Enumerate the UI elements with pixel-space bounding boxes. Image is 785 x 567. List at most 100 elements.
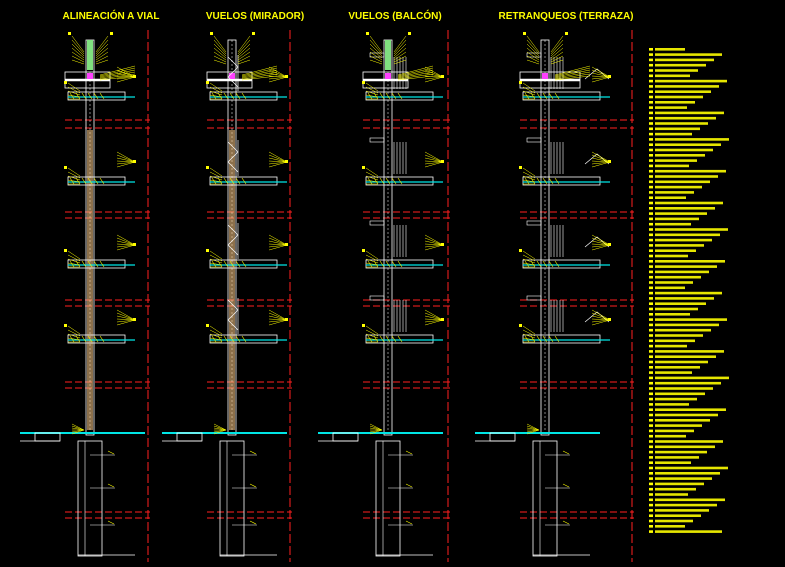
leader-line	[424, 240, 444, 246]
annotation-fan-left	[362, 324, 379, 343]
legend-line	[655, 180, 710, 184]
floor-slab	[209, 334, 278, 344]
roof-annotations	[523, 32, 591, 81]
hatch	[223, 335, 229, 343]
legend-number	[649, 127, 653, 131]
leader-line	[550, 59, 564, 65]
leader-line	[393, 51, 407, 61]
floor-slab-group	[64, 234, 136, 269]
legend-number	[649, 493, 653, 496]
leader-line	[116, 237, 136, 246]
leader-line	[268, 160, 288, 163]
annotation-fan	[591, 151, 611, 168]
legend-line	[655, 111, 724, 115]
legend-number	[649, 328, 653, 332]
leader-line	[550, 39, 564, 55]
leader-line	[268, 312, 288, 321]
hatch	[229, 335, 235, 343]
wall-infill	[229, 130, 235, 430]
leader-line	[67, 167, 81, 177]
legend-number	[649, 201, 653, 205]
legend-line	[655, 265, 717, 268]
leader-line	[397, 69, 434, 78]
leader-line	[591, 315, 611, 321]
leader-line	[116, 319, 136, 323]
leader-line	[241, 73, 278, 80]
legend-line	[655, 450, 707, 454]
leader-line	[268, 237, 288, 246]
leader-line	[424, 237, 444, 246]
hatch	[548, 177, 554, 185]
leader-line	[116, 161, 136, 168]
legend-line	[655, 434, 686, 438]
leader-tag	[408, 32, 411, 35]
section-mirador	[162, 30, 292, 562]
leader-line	[424, 157, 444, 163]
floor-slab-group	[519, 137, 611, 186]
roof-annotations	[210, 32, 278, 81]
leader-line	[99, 73, 136, 80]
hatch	[211, 92, 217, 100]
annotation-fan	[591, 309, 611, 326]
legend-line	[655, 461, 691, 464]
annotation-fan-left	[64, 249, 81, 268]
annotation-fan-left	[64, 81, 81, 100]
leader-line	[550, 51, 564, 61]
leader-line	[116, 319, 136, 326]
legend-number	[649, 339, 653, 343]
leader-tag	[64, 324, 67, 327]
leader-tag	[565, 32, 568, 35]
leader-line	[67, 86, 81, 94]
hatch	[542, 177, 548, 185]
legend-line	[655, 74, 690, 78]
hatch	[223, 177, 229, 185]
floor-slab	[209, 91, 278, 101]
hatch	[397, 335, 403, 343]
leader-line	[365, 262, 379, 266]
legend-number	[649, 95, 653, 99]
leader-line	[237, 39, 251, 55]
hatch	[235, 335, 241, 343]
leader-line	[213, 423, 227, 431]
legend-number	[649, 366, 653, 369]
legend-number	[649, 350, 653, 353]
leader-line	[71, 425, 85, 431]
section-title: VUELOS (BALCÓN)	[348, 9, 441, 22]
leader-line	[550, 55, 564, 63]
floor-slab	[365, 259, 434, 269]
leader-line	[116, 154, 136, 163]
legend-line	[655, 138, 729, 141]
legend-number	[649, 397, 653, 401]
legend-line	[655, 169, 726, 173]
legend-line	[655, 355, 716, 358]
legend-line	[655, 350, 724, 353]
annotation-fan	[116, 309, 136, 326]
legend-line	[655, 387, 713, 390]
legend-line	[655, 249, 696, 252]
leader-line	[526, 47, 540, 59]
hatch	[81, 92, 87, 100]
legend-number	[649, 138, 653, 141]
legend-number	[649, 85, 653, 88]
legend-line	[655, 48, 685, 51]
legend-number	[649, 297, 653, 300]
legend-line	[655, 366, 700, 369]
leader-tag	[206, 324, 209, 327]
leader-line	[116, 151, 136, 163]
leader-line	[268, 161, 288, 168]
legend-line	[655, 419, 710, 422]
legend-number	[649, 509, 653, 512]
legend-number	[649, 48, 653, 51]
hatch	[542, 335, 548, 343]
legend-line	[655, 196, 686, 199]
legend-number	[649, 132, 653, 136]
leader-line	[369, 425, 383, 431]
leader-line	[424, 244, 444, 248]
leader-tag	[210, 32, 213, 35]
leader-line	[424, 319, 444, 326]
legend-number	[649, 387, 653, 390]
leader-line	[116, 157, 136, 163]
floor-slab	[67, 334, 126, 344]
leader-line	[67, 337, 81, 341]
leader-line	[424, 312, 444, 321]
